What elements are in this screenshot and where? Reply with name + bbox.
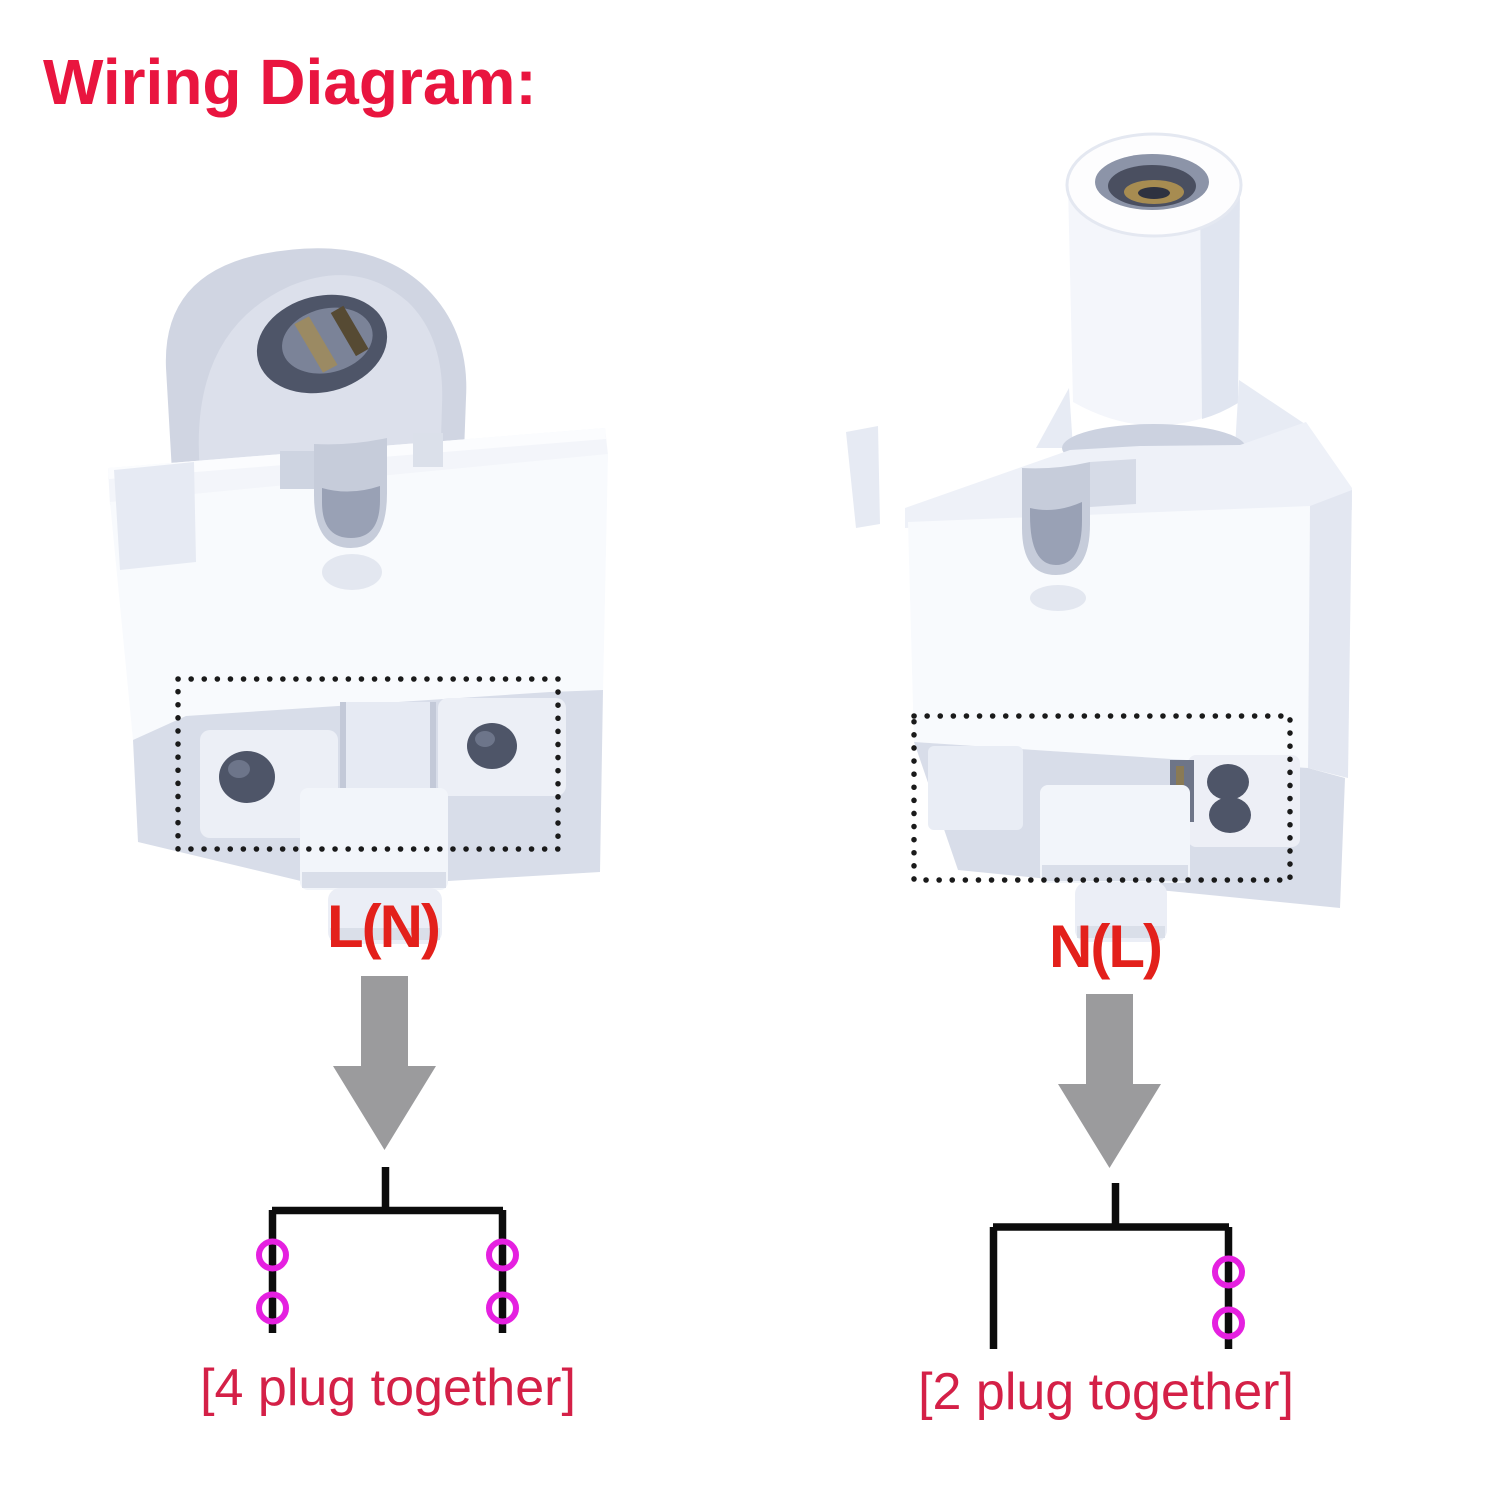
left-terminal-label: L(N) [327, 893, 441, 960]
side-flange [114, 462, 196, 570]
left-connector-rings [256, 1238, 519, 1325]
page-title: Wiring Diagram: [43, 46, 537, 118]
right-terminal-label: N(L) [1049, 913, 1163, 980]
mounting-tab [165, 248, 467, 480]
wire-hole [1209, 797, 1251, 833]
connector-ring [1212, 1306, 1245, 1340]
tube-pin-slot [280, 438, 387, 590]
center-tab [300, 788, 448, 944]
right-caption: [2 plug together] [918, 1363, 1294, 1421]
rotating-socket-post [1065, 132, 1243, 426]
mounting-hole [256, 294, 388, 394]
connector-ring [256, 1238, 289, 1272]
left-down-arrow-icon [333, 976, 436, 1150]
connector-ring [256, 1291, 289, 1325]
left-caption: [4 plug together] [200, 1359, 576, 1417]
wire-hole [1207, 764, 1249, 800]
socket-body [108, 428, 608, 944]
right-lamp-holder-photo [846, 132, 1352, 942]
left-lamp-holder-photo [108, 248, 608, 944]
left-wire-fork [268, 1167, 507, 1333]
connector-ring [486, 1291, 519, 1325]
right-down-arrow-icon [1058, 994, 1161, 1168]
right-connector-rings [1212, 1255, 1245, 1340]
connector-ring [1212, 1255, 1245, 1289]
socket-body [846, 380, 1352, 942]
center-tab [1040, 785, 1190, 942]
right-terminal-highlight-box [911, 713, 1293, 883]
connector-ring [486, 1238, 519, 1272]
right-wire-fork [989, 1183, 1233, 1349]
left-terminal-highlight-box [175, 676, 561, 852]
side-flange [846, 426, 880, 528]
socket-bore [1095, 154, 1209, 210]
tube-pin-slot [1022, 459, 1136, 611]
